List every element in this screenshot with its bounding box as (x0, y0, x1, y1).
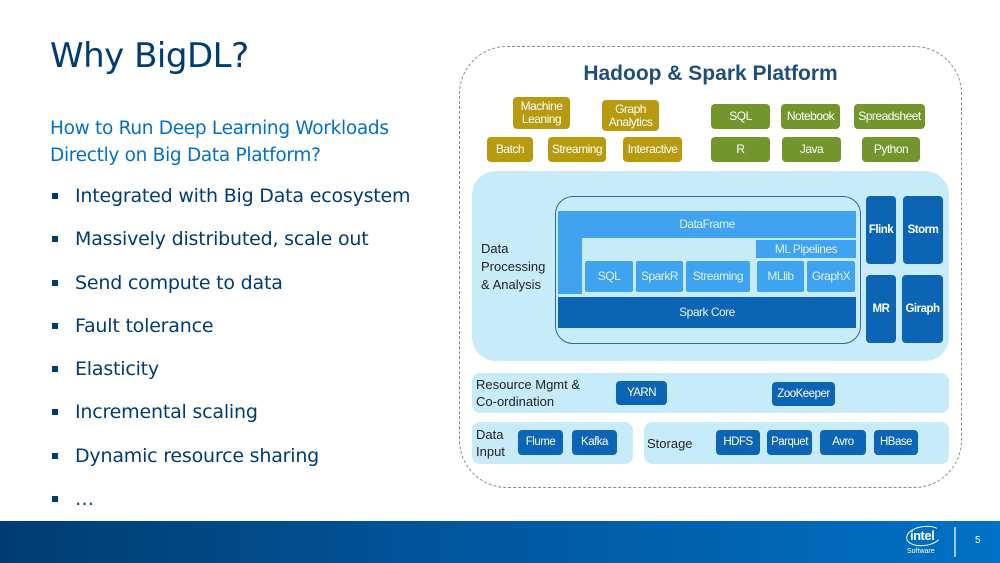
interface-java: Java (782, 137, 841, 162)
bullet-icon (52, 366, 58, 373)
platform-diagram-frame (459, 46, 962, 488)
sparkr-block: SparkR (636, 261, 683, 292)
zookeeper-block: ZooKeeper (772, 382, 835, 406)
mllib-block: MLlib (757, 261, 804, 292)
interface-sql: SQL (711, 104, 770, 129)
engine-storm: Storm (903, 196, 943, 264)
hdfs-block: HDFS (716, 430, 760, 455)
workload-interactive: Interactive (623, 137, 682, 162)
intel-software-logo: intel Software (904, 523, 944, 558)
bullet-item: Elasticity (50, 356, 410, 399)
engine-mapreduce: MR (866, 275, 896, 343)
graphx-block: GraphX (807, 261, 855, 292)
bullet-icon (52, 236, 58, 243)
workload-batch: Batch (487, 137, 533, 162)
data-input-label: Data Input (476, 427, 505, 459)
dataframe-block: DataFrame (558, 211, 856, 238)
slide-title: Why BigDL? (50, 36, 249, 76)
footer-bar (0, 521, 1000, 563)
interface-notebook: Notebook (781, 104, 840, 129)
engine-giraph: Giraph (902, 275, 943, 343)
bullet-icon (52, 322, 58, 329)
workload-streaming: Streaming (548, 137, 606, 162)
bullet-icon (52, 409, 58, 416)
spark-core-block: Spark Core (558, 297, 856, 328)
bullet-item: Incremental scaling (50, 399, 410, 442)
diagram-title: Hadoop & Spark Platform (583, 62, 838, 85)
yarn-block: YARN (616, 381, 667, 405)
resource-mgmt-label: Resource Mgmt & Co-ordination (476, 377, 581, 409)
spark-sql-block: SQL (585, 261, 633, 292)
bullet-item: Massively distributed, scale out (50, 226, 410, 269)
page-number: 5 (975, 535, 981, 546)
data-processing-label: Data Processing & Analysis (481, 241, 546, 292)
interface-python: Python (862, 137, 920, 162)
workload-machine-learning: Machine Leaning (513, 97, 570, 129)
parquet-block: Parquet (767, 430, 812, 455)
bullet-item: Send compute to data (50, 270, 410, 313)
ml-pipelines-block: ML Pipelines (756, 240, 856, 258)
storage-label: Storage (647, 436, 693, 451)
spark-stack-box (555, 196, 861, 344)
hbase-block: HBase (874, 430, 918, 455)
bullet-icon (52, 279, 58, 286)
interface-r: R (711, 137, 770, 162)
bullet-item: … (50, 486, 410, 529)
bullet-icon (52, 452, 58, 459)
bullet-item: Integrated with Big Data ecosystem (50, 183, 411, 226)
avro-block: Avro (820, 430, 866, 455)
bullet-item: Dynamic resource sharing (50, 443, 410, 486)
footer-divider (954, 527, 956, 557)
workload-graph-analytics: Graph Analytics (602, 100, 659, 131)
slide-subtitle: How to Run Deep Learning Workloads Direc… (50, 118, 389, 166)
bullet-icon (52, 496, 58, 503)
bullet-list: Integrated with Big Data ecosystem Massi… (50, 183, 411, 529)
resource-mgmt-panel (472, 373, 949, 413)
flume-block: Flume (518, 430, 563, 455)
bullet-icon (52, 193, 58, 199)
bullet-item: Fault tolerance (50, 313, 410, 356)
kafka-block: Kafka (572, 430, 617, 455)
engine-flink: Flink (866, 196, 896, 264)
spark-streaming-block: Streaming (686, 261, 750, 292)
interface-spreadsheet: Spreadsheet (854, 104, 925, 129)
